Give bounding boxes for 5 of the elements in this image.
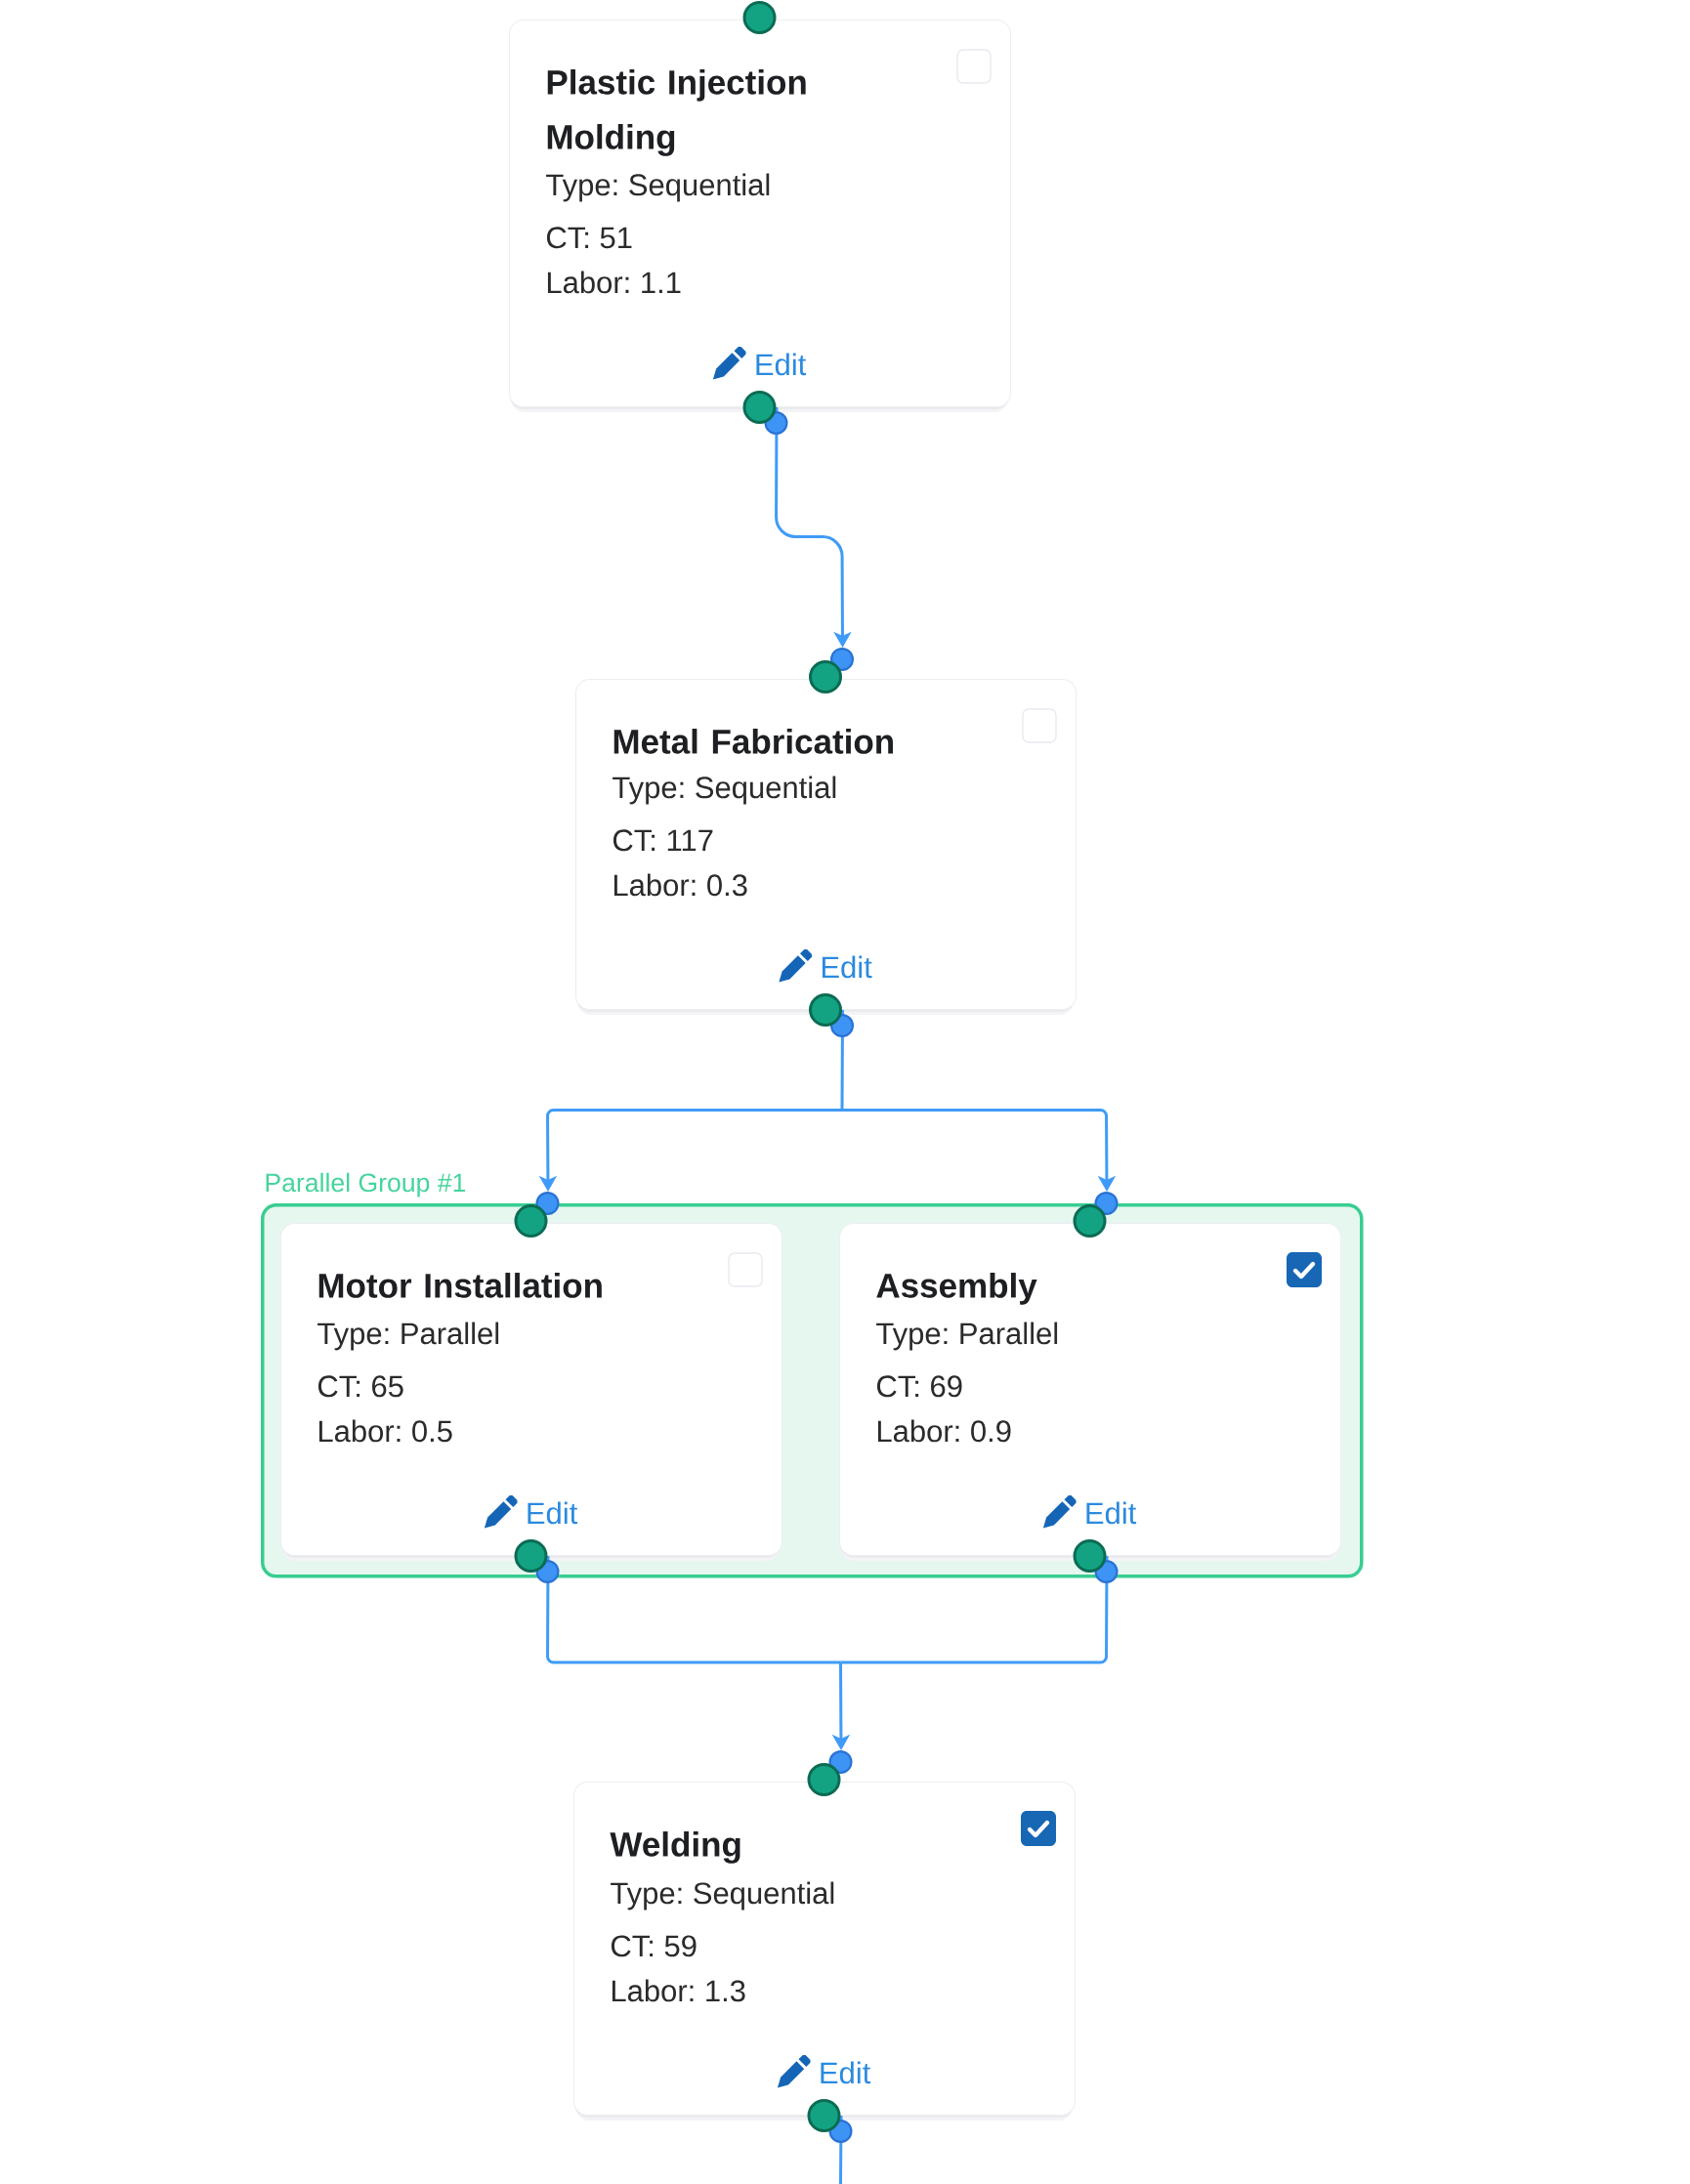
connector-line <box>840 1556 1109 1664</box>
connector-line <box>839 2116 843 2184</box>
connector-line <box>546 1556 841 1664</box>
connector-line <box>840 1010 844 1111</box>
group-label: Parallel Group #1 <box>266 1172 466 1197</box>
